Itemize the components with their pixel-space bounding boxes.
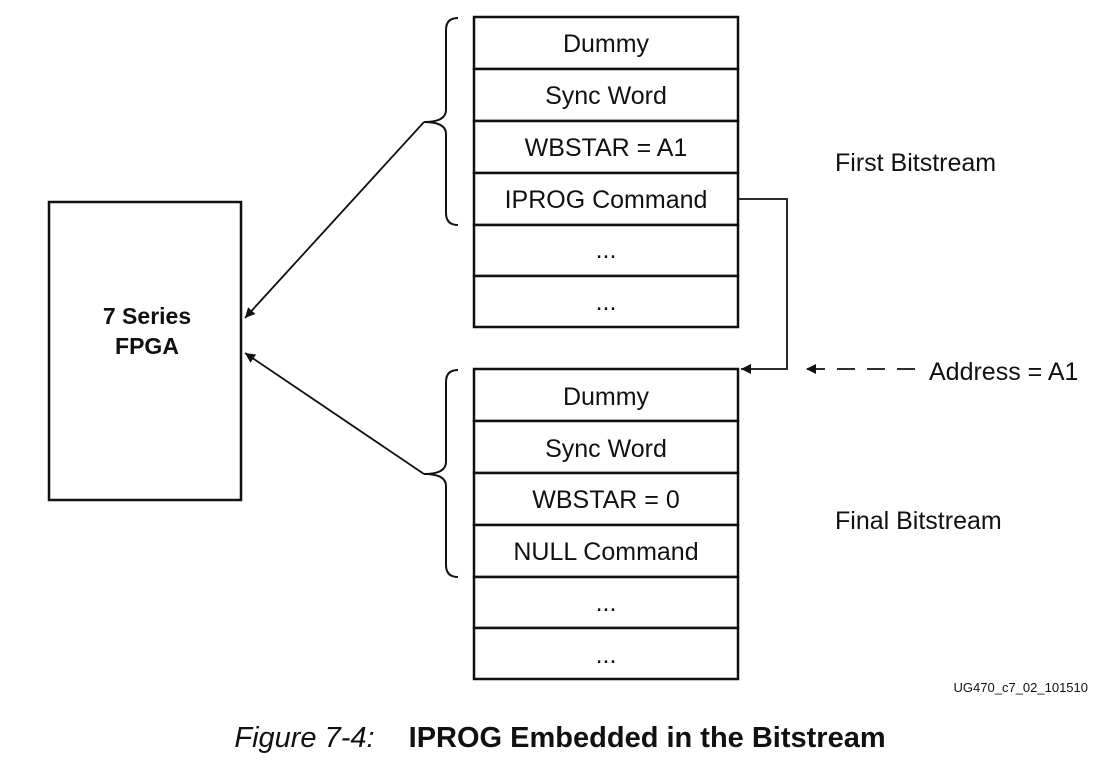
final-bitstream-cell <box>472 419 740 475</box>
first-bitstream-cell-text: Sync Word <box>545 82 667 110</box>
final-bitstream-cell-text: ... <box>596 641 617 669</box>
final-bitstream-cell-text: Dummy <box>563 383 650 411</box>
final-bitstream-arrow <box>244 352 425 475</box>
figure-caption: Figure 7-4: IPROG Embedded in the Bitstr… <box>0 722 1120 755</box>
final-bitstream-cell-text: WBSTAR = 0 <box>532 486 680 514</box>
fpga-label-line2: FPGA <box>115 333 179 359</box>
address-label: Address = A1 <box>929 358 1078 386</box>
final-bitstream-cell-text: NULL Command <box>513 538 698 566</box>
figure-number: Figure 7-4: <box>234 722 375 754</box>
iprog-jump-connector <box>738 198 788 374</box>
first-bitstream-label: First Bitstream <box>835 149 996 177</box>
first-bitstream-cell-text: WBSTAR = A1 <box>525 134 688 162</box>
final-bitstream-label: Final Bitstream <box>835 507 1002 535</box>
final-bitstream-cell <box>472 367 740 423</box>
first-bitstream-cell-text: Dummy <box>563 30 650 58</box>
fpga-box: 7 Series FPGA <box>47 200 243 502</box>
figure-title: IPROG Embedded in the Bitstream <box>408 722 886 754</box>
final-bitstream-cell <box>472 575 740 630</box>
final-bitstream-stack: Dummy Sync Word WBSTAR = 0 NULL Command … <box>472 367 740 681</box>
final-bitstream-brace <box>423 369 459 578</box>
first-bitstream-cell-text: ... <box>596 288 617 316</box>
first-bitstream-cell <box>472 119 740 175</box>
first-bitstream-stack: Dummy Sync Word WBSTAR = A1 IPROG Comman… <box>472 15 740 329</box>
first-bitstream-cell-text: IPROG Command <box>505 186 708 214</box>
first-bitstream-cell <box>472 171 740 227</box>
final-bitstream-cell <box>472 471 740 527</box>
fpga-box-outline <box>47 200 243 502</box>
fpga-label-line1: 7 Series <box>103 303 191 329</box>
final-bitstream-cell-text: Sync Word <box>545 435 667 463</box>
figure-id: UG470_c7_02_101510 <box>954 680 1088 695</box>
first-bitstream-brace <box>423 17 459 226</box>
first-bitstream-arrow <box>244 121 425 319</box>
first-bitstream-cell <box>472 274 740 329</box>
final-bitstream-cell <box>472 626 740 681</box>
first-bitstream-cell-text: ... <box>596 236 617 264</box>
final-bitstream-cell-text: ... <box>596 589 617 617</box>
